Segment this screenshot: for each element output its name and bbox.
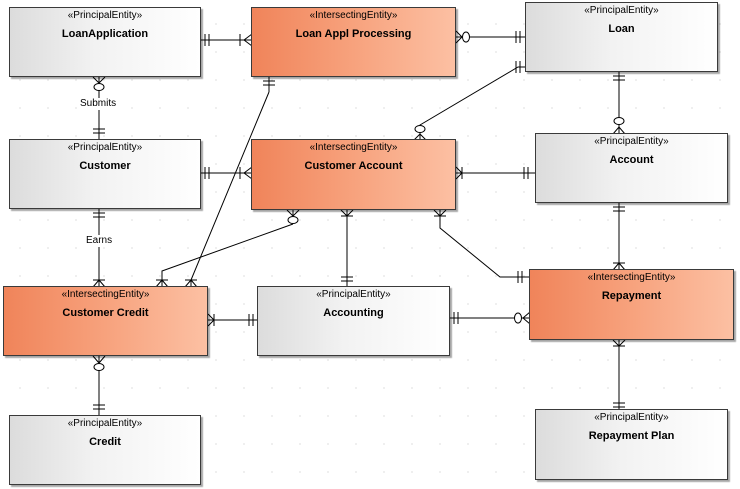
entity-loan[interactable]: «PrincipalEntity» Loan <box>525 2 718 72</box>
rel-customer-customercredit <box>92 209 106 288</box>
rel-customeraccount-accounting <box>340 209 354 287</box>
entity-stereotype: «IntersectingEntity» <box>61 289 150 300</box>
entity-credit[interactable]: «PrincipalEntity» Credit <box>9 415 201 485</box>
rel-customer-account-link <box>201 166 253 180</box>
entity-name: Loan Appl Processing <box>295 28 412 40</box>
relationship-label-submits: Submits <box>78 98 119 110</box>
rel-processing-customercredit <box>184 77 275 288</box>
entity-stereotype: «PrincipalEntity» <box>584 5 659 16</box>
rel-customercredit-accounting <box>207 313 258 327</box>
entity-stereotype: «PrincipalEntity» <box>67 10 143 21</box>
entity-stereotype: «PrincipalEntity» <box>594 136 669 147</box>
entity-repayment[interactable]: «IntersectingEntity» Repayment <box>529 269 734 340</box>
entity-name: Accounting <box>323 307 384 319</box>
entity-name: Customer Account <box>304 160 403 172</box>
entity-stereotype: «PrincipalEntity» <box>67 418 143 429</box>
relationship-label-earns: Earns <box>84 235 115 247</box>
entity-name: Repayment <box>601 290 662 302</box>
entity-name: Loan <box>608 23 635 35</box>
entity-customer-credit[interactable]: «IntersectingEntity» Customer Credit <box>3 286 208 356</box>
rel-customeraccount-customercredit <box>155 209 300 288</box>
entity-name: LoanApplication <box>61 28 149 40</box>
entity-stereotype: «PrincipalEntity» <box>67 142 143 153</box>
entity-stereotype: «IntersectingEntity» <box>309 10 398 21</box>
entity-stereotype: «PrincipalEntity» <box>594 412 669 423</box>
entity-name: Customer <box>79 160 131 172</box>
entity-accounting[interactable]: «PrincipalEntity» Accounting <box>257 286 450 356</box>
entity-account[interactable]: «PrincipalEntity» Account <box>535 133 728 203</box>
entity-stereotype: «PrincipalEntity» <box>316 289 391 300</box>
rel-repayment-repaymentplan <box>612 339 626 410</box>
entity-loan-appl-processing[interactable]: «IntersectingEntity» Loan Appl Processin… <box>251 7 456 77</box>
entity-loanapplication[interactable]: «PrincipalEntity» LoanApplication <box>9 7 201 77</box>
entity-name: Customer Credit <box>62 307 149 319</box>
rel-customercredit-credit <box>92 355 106 416</box>
rel-accounting-repayment <box>450 311 531 325</box>
rel-processing-loan <box>455 30 526 44</box>
entity-stereotype: «IntersectingEntity» <box>309 142 398 153</box>
entity-customer[interactable]: «PrincipalEntity» Customer <box>9 139 201 209</box>
rel-loanapplication-processing <box>201 33 253 47</box>
entity-name: Account <box>609 154 654 166</box>
rel-customeraccount-account <box>455 166 536 180</box>
rel-customeraccount-repayment <box>433 209 530 283</box>
rel-account-repayment <box>612 202 626 271</box>
entity-name: Credit <box>89 436 121 448</box>
entity-repayment-plan[interactable]: «PrincipalEntity» Repayment Plan <box>535 409 728 480</box>
rel-loan-account <box>612 72 626 135</box>
entity-customer-account[interactable]: «IntersectingEntity» Customer Account <box>251 139 456 210</box>
entity-name: Repayment Plan <box>588 430 675 442</box>
entity-stereotype: «IntersectingEntity» <box>587 272 676 283</box>
